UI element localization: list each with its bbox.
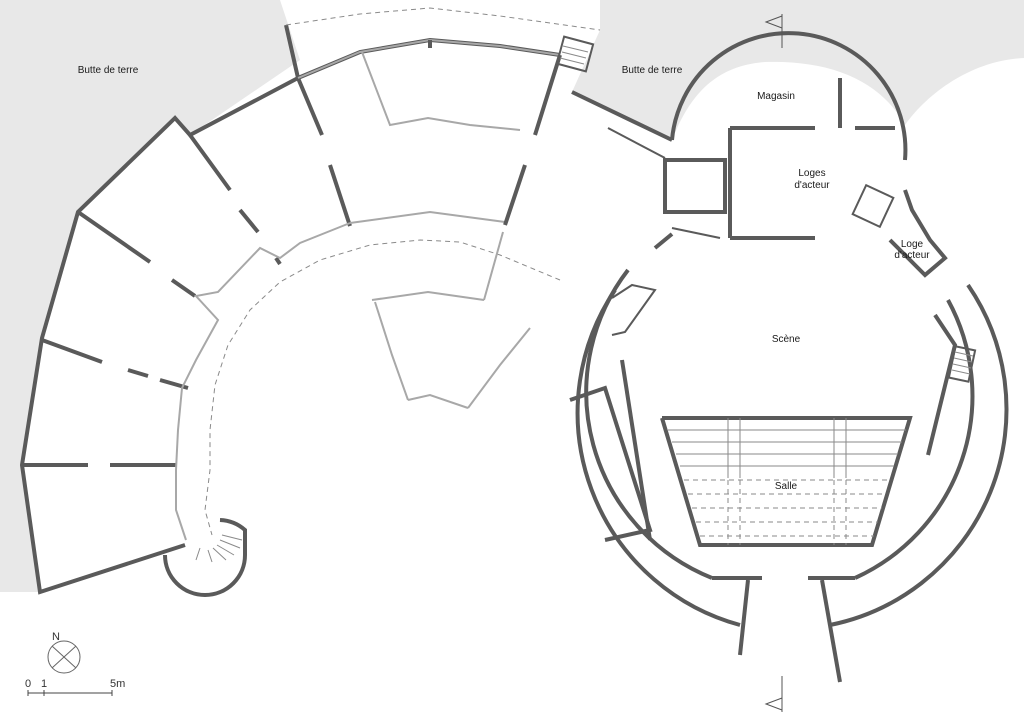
- top-block-east-wall-2: [503, 164, 527, 226]
- partition-5b: [328, 164, 352, 227]
- partition-1: [76, 210, 152, 264]
- partition-4b: [238, 208, 260, 234]
- central-bay-west: [374, 301, 409, 401]
- partition-2: [41, 338, 103, 364]
- stage-left-room: [611, 283, 657, 336]
- top-block-south-glazing: [349, 210, 506, 224]
- connector: [571, 90, 727, 250]
- partition-5: [296, 77, 324, 136]
- loge-cabinet: [851, 183, 895, 229]
- connector-room: [663, 158, 727, 214]
- top-block-canopy: [285, 7, 601, 31]
- theatre-outer-wall: [575, 288, 741, 627]
- top-stair-treads: [559, 45, 589, 65]
- stage-right-wall: [926, 313, 958, 456]
- scale-bar: 0 1 5m: [25, 678, 125, 696]
- partition-4: [188, 133, 232, 192]
- north-arrow-circle: [47, 640, 81, 674]
- partition-6: [170, 278, 197, 298]
- partition-2b: [127, 368, 149, 378]
- salle-outline: [660, 416, 913, 547]
- connector-wall-1: [571, 90, 673, 142]
- stair-treads: [195, 534, 243, 563]
- central-bay-east: [467, 327, 531, 409]
- theatre: [569, 31, 1009, 683]
- partition-6b: [274, 256, 282, 266]
- connector-wall-2: [607, 127, 666, 159]
- top-block-east-wall: [533, 54, 562, 136]
- central-bay-south: [407, 393, 469, 409]
- scale-tick-1: 1: [41, 678, 47, 690]
- section-markers: [764, 14, 783, 712]
- label-magasin: Magasin: [757, 91, 795, 102]
- left-wing: [19, 76, 561, 597]
- scale-tick-0: 0: [25, 678, 31, 690]
- loge-room: [888, 189, 948, 278]
- magasin-apse: [670, 31, 908, 161]
- top-block: [284, 7, 601, 301]
- label-butte-right: Butte de terre: [622, 65, 683, 76]
- connector-wall-4: [671, 227, 721, 239]
- top-block-east-glass: [483, 231, 504, 301]
- north-label: N: [52, 631, 60, 643]
- label-loges-1: Loges: [798, 168, 825, 179]
- theatre-inner-wall-right: [854, 299, 975, 580]
- terrain: [0, 0, 1024, 592]
- terrain-left: [0, 0, 300, 592]
- left-wing-outer-wall: [19, 76, 299, 595]
- room-labels: Butte de terre Butte de terre Magasin Lo…: [78, 65, 931, 492]
- salle-rows: [668, 418, 906, 545]
- top-stair: [555, 35, 595, 73]
- north-arrow: N: [47, 631, 81, 674]
- stage-side-room: [569, 385, 653, 542]
- stage-stair-treads: [951, 351, 974, 375]
- top-block-north-wall: [284, 24, 561, 81]
- label-butte-left: Butte de terre: [78, 65, 139, 76]
- label-loges-2: d'acteur: [794, 180, 830, 191]
- scale-tick-5: 5m: [110, 678, 125, 690]
- theatre-inner-wall: [584, 268, 713, 580]
- entrance-wall-right: [820, 579, 842, 683]
- top-block-inner-glass: [361, 51, 521, 131]
- stair-tower: [163, 518, 247, 597]
- central-bay: [371, 290, 531, 409]
- label-scene: Scène: [772, 334, 801, 345]
- section-marker-bottom: [764, 697, 783, 711]
- entrance-wall-left: [738, 579, 750, 656]
- label-loge-1: Loge: [901, 239, 924, 250]
- label-loge-2: d'acteur: [894, 250, 930, 261]
- terrain-right-top: [572, 0, 1024, 140]
- left-wing-canopy: [204, 239, 561, 536]
- connector-wall-3: [653, 232, 674, 250]
- stage-stair: [947, 345, 977, 383]
- theatre-outer-wall-right: [829, 283, 1009, 627]
- central-bay-glazing: [371, 290, 485, 301]
- label-salle: Salle: [775, 481, 798, 492]
- left-wing-inner-glazing: [175, 222, 351, 541]
